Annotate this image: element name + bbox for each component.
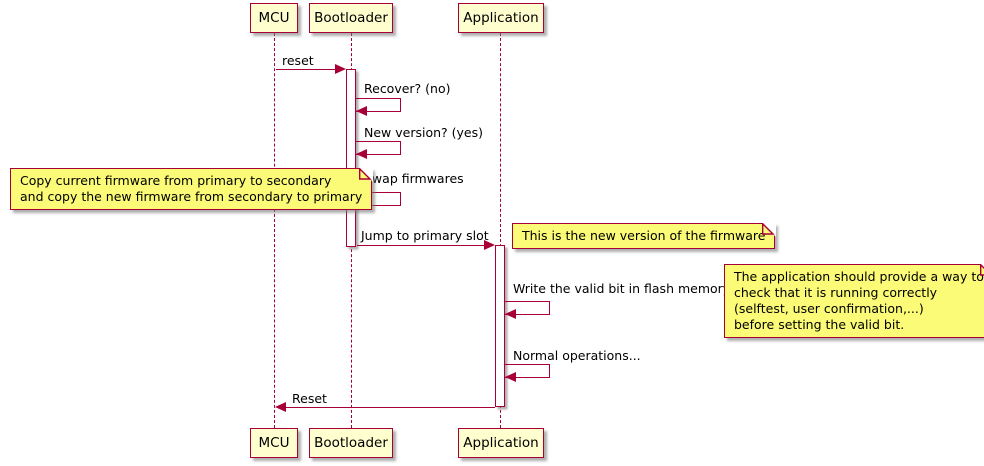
message-recover-arrowhead-icon <box>356 106 367 116</box>
participant-application-top: Application <box>458 3 544 33</box>
participant-application-bottom-label: Application <box>463 435 539 451</box>
message-new-version-arrowhead-icon <box>356 149 367 159</box>
message-reset-arrowhead-icon <box>335 64 346 74</box>
note-selftest-line3: (selftest, user confirmation,...) <box>734 301 924 316</box>
activation-bar-application <box>495 245 505 407</box>
message-write-valid-bit-loop <box>505 301 550 315</box>
message-recover-loop <box>356 98 401 112</box>
lifeline-application <box>500 33 501 428</box>
note-selftest-line4: before setting the valid bit. <box>734 317 905 332</box>
message-normal-operations-label: Normal operations... <box>513 348 641 363</box>
participant-mcu-bottom: MCU <box>250 428 298 458</box>
note-selftest: The application should provide a way to … <box>724 263 984 338</box>
note-copy-firmware: Copy current firmware from primary to se… <box>10 167 373 210</box>
participant-bootloader-top-label: Bootloader <box>314 10 388 26</box>
participant-application-bottom: Application <box>458 428 544 458</box>
message-swap-loop <box>356 192 401 206</box>
message-reset-back-arrowhead-icon <box>275 402 286 412</box>
message-recover-label: Recover? (no) <box>364 81 451 96</box>
note-new-firmware: This is the new version of the firmware <box>512 222 776 249</box>
participant-mcu-bottom-label: MCU <box>258 435 290 451</box>
participant-bootloader-bottom: Bootloader <box>309 428 393 458</box>
note-copy-firmware-line1: Copy current firmware from primary to se… <box>20 173 332 188</box>
note-fold-icon <box>358 167 373 182</box>
message-jump-line <box>357 245 485 246</box>
message-reset-label: reset <box>282 53 314 68</box>
participant-bootloader-top: Bootloader <box>309 3 393 33</box>
message-reset-back-label: Reset <box>292 391 327 406</box>
note-selftest-line1: The application should provide a way to <box>734 269 984 284</box>
note-fold-icon <box>761 222 776 237</box>
message-jump-arrowhead-icon <box>484 240 495 250</box>
note-selftest-line2: check that it is running correctly <box>734 285 938 300</box>
message-normal-operations-arrowhead-icon <box>505 372 516 382</box>
message-reset-back-line <box>285 407 495 408</box>
message-write-valid-bit-label: Write the valid bit in flash memory <box>513 281 731 296</box>
participant-bootloader-bottom-label: Bootloader <box>314 435 388 451</box>
note-copy-firmware-line2: and copy the new firmware from secondary… <box>20 189 363 204</box>
message-normal-operations-loop <box>505 364 550 378</box>
note-fold-icon <box>980 263 984 276</box>
participant-mcu-top: MCU <box>250 3 298 33</box>
message-new-version-label: New version? (yes) <box>364 125 483 140</box>
participant-application-top-label: Application <box>463 10 539 26</box>
activation-bar-bootloader <box>346 69 356 247</box>
participant-mcu-top-label: MCU <box>258 10 290 26</box>
note-new-firmware-line1: This is the new version of the firmware <box>522 228 766 243</box>
message-reset-line <box>276 69 336 70</box>
message-write-valid-bit-arrowhead-icon <box>505 309 516 319</box>
message-new-version-loop <box>356 141 401 155</box>
message-swap-label: Swap firmwares <box>364 171 464 186</box>
lifeline-mcu <box>274 33 275 428</box>
message-jump-label: Jump to primary slot <box>361 228 489 243</box>
